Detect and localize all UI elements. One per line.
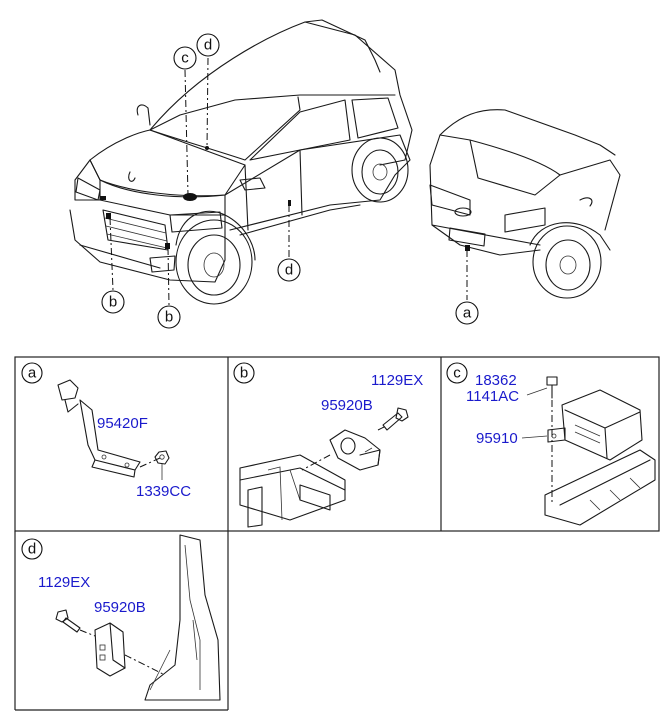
bolt-d-illustration: [55, 609, 81, 633]
rear-sensor-part-illustration: [57, 379, 141, 478]
front-vehicle-illustration: [69, 19, 413, 305]
callout-b-overview-2: b: [157, 305, 181, 329]
callout-d-overview-1: d: [196, 33, 220, 57]
crash-sensor-d-illustration: [94, 622, 126, 677]
callout-a-overview: a: [455, 301, 479, 325]
part-label-95910: 95910: [476, 430, 518, 447]
panel-a: a 95420F 1339CC: [21, 362, 191, 500]
svg-text:d: d: [28, 541, 36, 558]
panel-d: d 1129EX 95920B: [21, 534, 221, 701]
part-label-1129ex-b: 1129EX: [371, 372, 423, 389]
crash-sensor-illustration: [329, 429, 381, 471]
svg-text:a: a: [463, 305, 472, 322]
part-label-1141ac: 1141AC: [466, 388, 519, 405]
screw-illustration: [546, 376, 558, 399]
svg-text:c: c: [181, 50, 189, 67]
front-frame-illustration: [239, 454, 346, 528]
part-label-1339cc: 1339CC: [136, 483, 191, 500]
b-pillar-illustration: [144, 534, 221, 701]
overview-leader-lines: [109, 57, 468, 306]
bolt-illustration: [382, 407, 409, 431]
panel-c: c 18362 1141AC 95910: [446, 362, 656, 526]
svg-text:b: b: [240, 365, 248, 382]
airbag-control-module-illustration: [547, 389, 643, 461]
floor-bracket-illustration: [544, 449, 656, 526]
detail-panels-grid: [14, 356, 660, 711]
svg-text:c: c: [453, 365, 461, 382]
rear-vehicle-illustration: [429, 109, 621, 299]
part-label-95920b-d: 95920B: [94, 599, 146, 616]
part-label-95420f: 95420F: [97, 415, 148, 432]
svg-text:a: a: [28, 365, 37, 382]
svg-text:b: b: [165, 309, 173, 326]
panel-b: b 1129EX 95920B: [233, 362, 423, 528]
callout-b-overview-1: b: [101, 290, 125, 314]
svg-text:d: d: [204, 37, 212, 54]
callout-c-overview: c: [173, 46, 197, 70]
nut-illustration: [154, 450, 170, 465]
svg-text:d: d: [285, 262, 293, 279]
part-label-18362: 18362: [475, 372, 517, 389]
callout-d-overview-2: d: [277, 258, 301, 282]
part-label-1129ex-d: 1129EX: [38, 574, 90, 591]
svg-text:b: b: [109, 294, 117, 311]
part-label-95920b-b: 95920B: [321, 397, 373, 414]
